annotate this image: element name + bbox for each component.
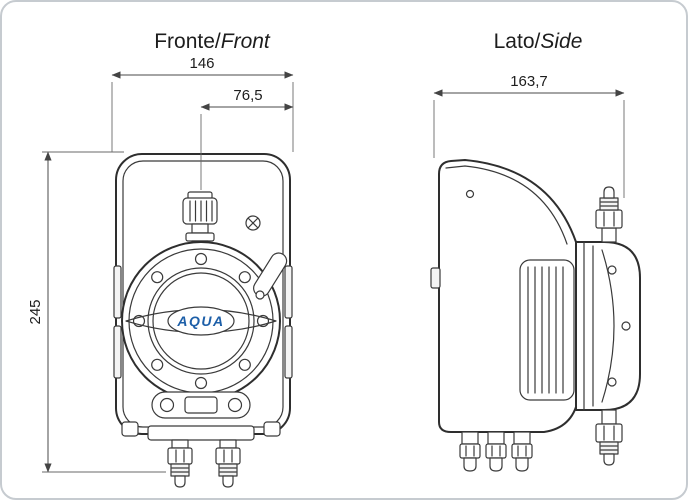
front-side-vents — [113, 265, 293, 379]
aqua-logo: AQUA — [176, 313, 224, 329]
side-cooling-fins — [519, 259, 575, 401]
dim-front-offset: 76,5 — [200, 87, 294, 190]
front-screw-icon — [245, 215, 261, 231]
front-view-drawing: AQUA — [113, 153, 293, 488]
front-lower-manifold — [151, 391, 251, 419]
cable-gland — [459, 431, 481, 472]
side-mount-tab — [430, 267, 441, 289]
dim-side-depth: 163,7 — [433, 73, 625, 198]
front-hose-connector-right — [215, 439, 241, 488]
dim-front-offset-label: 76,5 — [233, 87, 262, 104]
side-view-title: Lato/Side — [494, 30, 583, 53]
cable-gland — [511, 431, 533, 472]
logo-lens-shape — [125, 308, 277, 334]
dim-front-height: 245 — [27, 151, 166, 473]
front-priming-lever — [253, 252, 288, 300]
front-head-bolts — [132, 252, 270, 390]
side-pump-head — [575, 241, 641, 411]
side-cable-glands — [459, 431, 533, 472]
side-valve-fitting-top — [595, 186, 623, 243]
front-base — [121, 421, 281, 441]
front-pump-head: AQUA — [121, 241, 281, 401]
side-screw-icon — [465, 189, 475, 199]
front-view-title: Fronte/Front — [154, 30, 271, 53]
logo-oval — [167, 306, 235, 336]
side-body-inner-line — [445, 165, 568, 245]
cable-gland — [485, 431, 507, 472]
dim-front-width: 146 — [111, 55, 294, 152]
side-view-drawing — [430, 159, 641, 472]
dim-front-width-label: 146 — [189, 55, 214, 72]
dim-side-depth-label: 163,7 — [510, 73, 548, 90]
dim-front-height-label: 245 — [27, 299, 44, 324]
front-hose-connector-left — [167, 439, 193, 488]
front-adjustment-knob — [182, 191, 218, 249]
side-valve-fitting-bottom — [595, 409, 623, 466]
